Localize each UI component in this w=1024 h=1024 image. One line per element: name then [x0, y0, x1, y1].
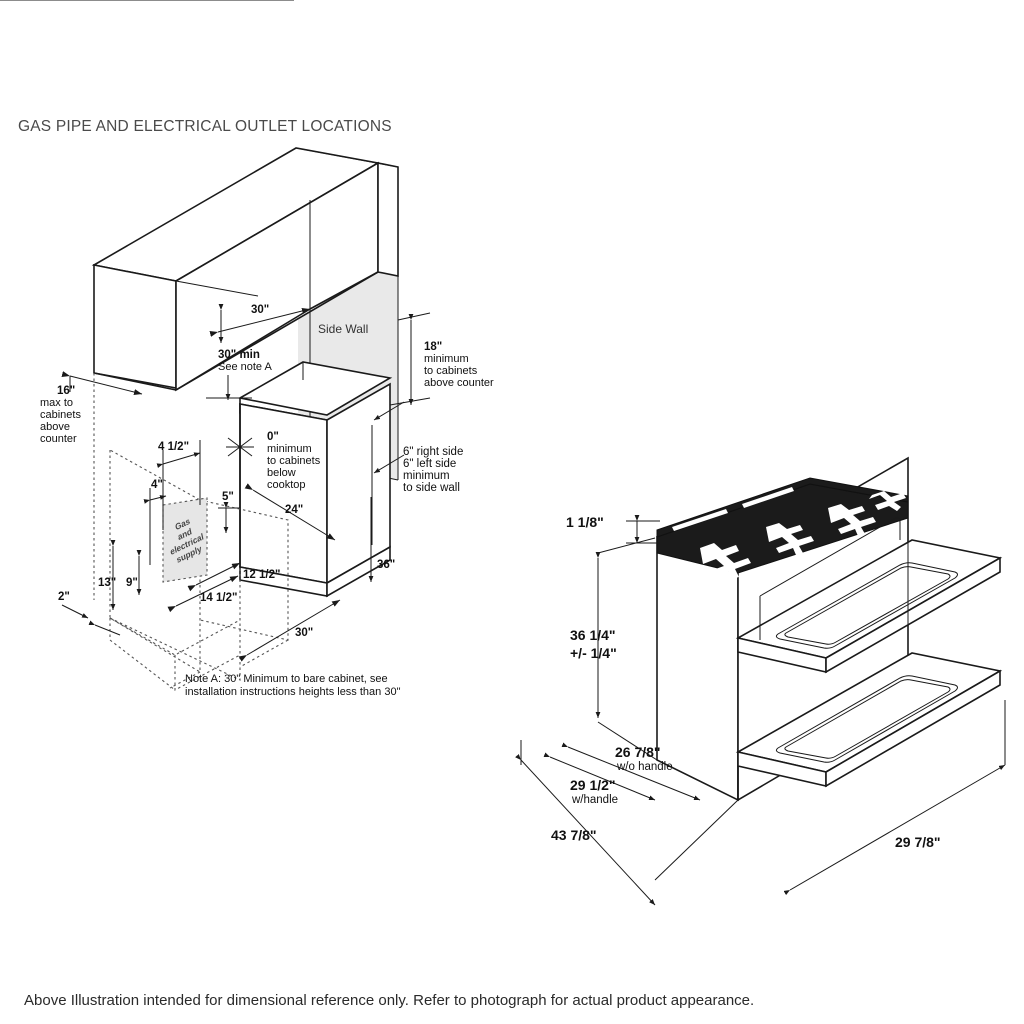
dim-18-line3: above counter — [424, 377, 494, 389]
dim-line-4 — [143, 495, 167, 504]
dim-2: 2" — [58, 591, 70, 603]
dim-18-line1: minimum — [424, 353, 469, 365]
dim-0-line1: minimum — [267, 443, 312, 455]
burner-grate-3 — [828, 504, 876, 536]
dim-6-line4: to side wall — [403, 482, 460, 494]
cooktop-rail-slot-1 — [672, 509, 728, 531]
dim-9: 9" — [126, 577, 138, 589]
range-dimensional-diagram: 1 1/8" 36 1/4" +/- 1/4" 26 7/8" w/o hand… — [515, 456, 1006, 906]
installation-clearance-diagram: Side Wall Gas — [0, 0, 494, 698]
page-title: GAS PIPE AND ELECTRICAL OUTLET LOCATIONS — [18, 118, 392, 135]
cabinet-back-top-edge — [295, 147, 399, 168]
dim-6-line2: 6" left side — [403, 458, 456, 470]
cooktop-rail-slot-2 — [742, 487, 794, 508]
dim-16-line1: max to — [40, 397, 73, 409]
upper-cabinet-left-front-face — [93, 264, 177, 389]
floor-dotted-outline-3 — [109, 618, 176, 691]
dim-5: 5" — [222, 491, 234, 503]
burner-grates-group — [672, 487, 906, 579]
footer-disclaimer: Above Illustration intended for dimensio… — [24, 992, 754, 1009]
dim-depth-open: 43 7/8" — [551, 827, 597, 843]
dim-line-4-half — [156, 452, 201, 469]
floor-dotted-left-edge — [109, 567, 241, 681]
dim-depth-no-handle-sub: w/o handle — [616, 761, 673, 773]
dim-line-2 — [61, 604, 89, 619]
dim-range-width: 29 7/8" — [895, 834, 941, 850]
dim-0-line4: cooktop — [267, 479, 306, 491]
dim-line-16-max — [61, 371, 143, 395]
dim-4-half: 4 1/2" — [158, 441, 189, 453]
floor-dotted-right-connector — [239, 639, 289, 668]
dim-ext-height-top — [597, 537, 656, 554]
dim-14-half: 14 1/2" — [200, 592, 237, 604]
cabinet-top-seam — [175, 280, 259, 297]
floor-dotted-back-plane — [109, 449, 201, 673]
dim-30-depth: 30" — [251, 304, 269, 316]
dim-0-line3: below — [267, 467, 296, 479]
dim-0-min: 0" — [267, 431, 279, 443]
dim-depth-no-handle: 26 7/8" — [615, 744, 661, 760]
dim-ext-open-b — [654, 799, 739, 881]
dim-16-line2: cabinets — [40, 409, 81, 421]
dim-range-height-tolerance: +/- 1/4" — [570, 645, 617, 661]
lower-oven-door-inset-outer — [775, 675, 958, 763]
dim-line-2-b — [88, 620, 121, 636]
cooktop-raised-back-rail — [656, 477, 909, 538]
dim-cooktop-lip: 1 1/8" — [566, 514, 604, 530]
dim-16-max: 16" — [57, 385, 75, 397]
gas-supply-label-group: Gas and electrical supply — [169, 515, 204, 565]
dim-36-height: 36" — [377, 559, 395, 571]
dim-ext-18-bottom — [389, 397, 431, 406]
dim-line-6-lower — [373, 454, 405, 474]
cooktop-top-face — [237, 361, 393, 416]
dim-line-range-width — [783, 764, 1006, 896]
dim-13: 13" — [98, 577, 116, 589]
floor-dotted-outline-2 — [174, 654, 241, 691]
side-wall-label: Side Wall — [318, 322, 368, 336]
burner-grate-4 — [869, 491, 906, 511]
dim-see-note-a: See note A — [218, 361, 272, 373]
upper-oven-opening-outline — [759, 517, 901, 597]
dim-16-line4: counter — [40, 433, 77, 445]
dim-0-starburst — [226, 434, 254, 460]
range-front-face — [239, 403, 328, 584]
dim-ext-18-top — [397, 312, 431, 321]
burner-grate-1 — [700, 543, 751, 579]
dim-18-line2: to cabinets — [424, 365, 478, 377]
dim-line-30-floor — [238, 599, 341, 662]
dim-4: 4" — [151, 479, 163, 491]
dim-line-6-upper — [373, 401, 405, 421]
note-a-line1: Note A: 30" Minimum to bare cabinet, see — [185, 673, 388, 685]
upper-cabinet-bottom-edge-2 — [309, 271, 379, 310]
dim-30-min: 30" min — [218, 349, 260, 361]
lower-oven-door-inset-inner — [784, 679, 951, 759]
dim-18-min: 18" — [424, 341, 442, 353]
dim-24-width: 24" — [285, 504, 303, 516]
dim-30-floor: 30" — [295, 627, 313, 639]
floor-dotted-connector — [169, 671, 201, 689]
upper-cabinet-right-end-face — [377, 162, 399, 277]
dim-line-30-depth — [209, 308, 311, 337]
dim-12-half: 12 1/2" — [243, 569, 280, 581]
dim-0-line2: to cabinets — [267, 455, 321, 467]
dim-range-height: 36 1/4" — [570, 627, 616, 643]
dim-depth-handle-sub: w/handle — [571, 794, 618, 806]
dim-line-24-width — [244, 483, 336, 541]
note-a-line2: installation instructions heights less t… — [185, 686, 401, 698]
range-base-right — [326, 545, 391, 598]
dim-line-depth-open — [515, 753, 656, 906]
upper-oven-door-side-edge — [825, 556, 1001, 674]
dim-6-line1: 6" right side — [403, 446, 463, 458]
dim-16-line3: above — [40, 421, 70, 433]
burner-grate-2 — [766, 523, 814, 555]
dim-line-14-half — [167, 575, 239, 613]
dim-6-line3: minimum — [403, 470, 450, 482]
dim-depth-handle: 29 1/2" — [570, 777, 616, 793]
